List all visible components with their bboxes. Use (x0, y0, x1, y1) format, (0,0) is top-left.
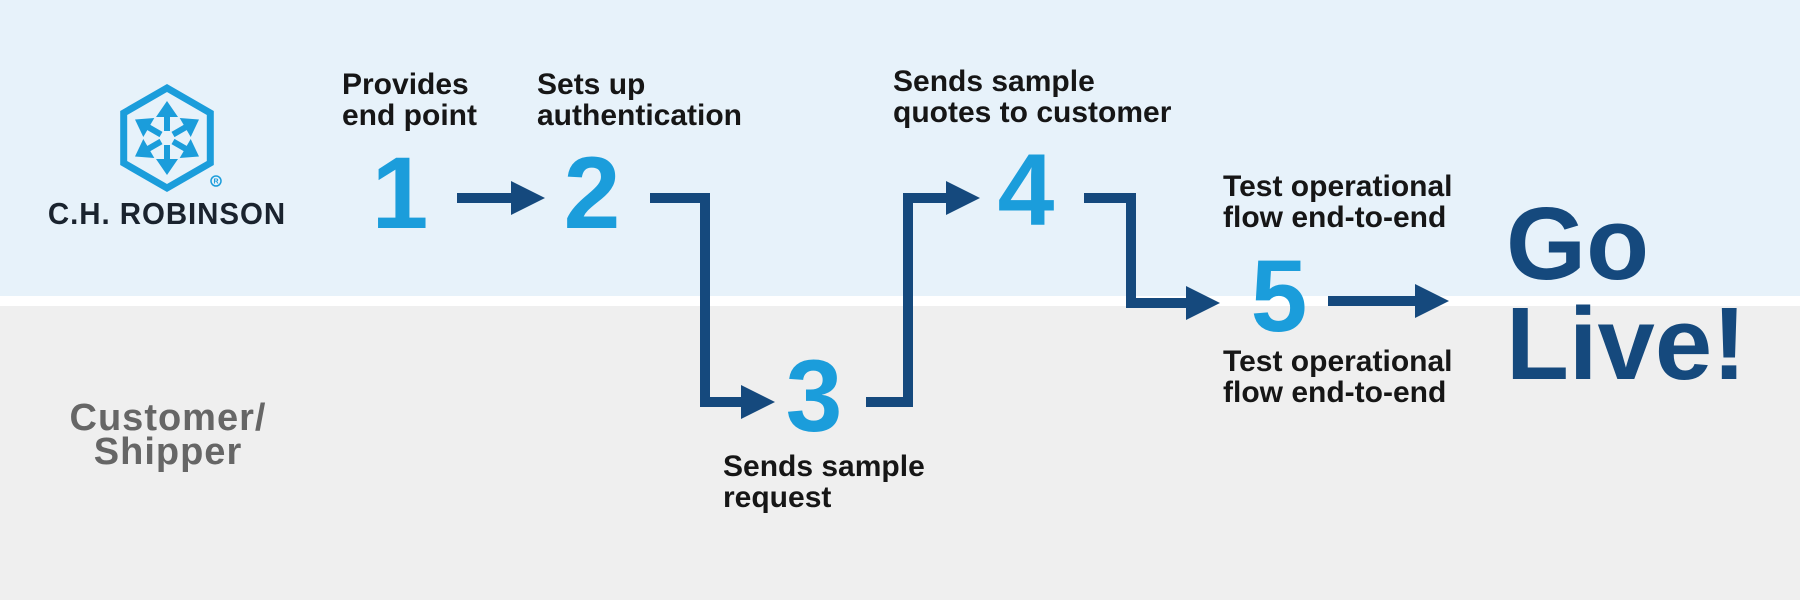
step-5-label-bottom-line: flow end-to-end (1223, 376, 1447, 409)
lane-label-line: Shipper (93, 431, 243, 473)
step-5-label-bottom: Test operational flow end-to-end (1223, 346, 1452, 408)
step-1-label-line: end point (342, 99, 477, 132)
step-4-label-line: quotes to customer (893, 96, 1172, 129)
chrobinson-hexagon-arrows-logo-icon: R (120, 83, 222, 193)
lane-label-line: Customer/ (69, 397, 267, 439)
go-live-line: Go (1506, 186, 1650, 301)
step-2-number: 2 (563, 136, 621, 250)
chrobinson-wordmark: C.H. ROBINSON (47, 196, 287, 231)
step-3-label: Sends sample request (723, 451, 925, 513)
arrow-step1-to-step2-icon (457, 181, 545, 215)
step-3-label-line: Sends sample (723, 450, 925, 483)
step-5-label-top-line: Test operational (1223, 170, 1453, 203)
step-2-label-line: Sets up (537, 68, 646, 101)
lane-divider (0, 296, 1800, 306)
customer-shipper-lane-label: Customer/ Shipper (40, 397, 296, 473)
registered-trademark-icon: R (213, 179, 218, 186)
step-5-label-top-line: flow end-to-end (1223, 201, 1447, 234)
step-5-label-bottom-line: Test operational (1223, 345, 1453, 378)
step-4-number: 4 (997, 133, 1055, 247)
go-live-line: Live! (1506, 286, 1747, 401)
step-1-label: Provides end point (342, 69, 477, 131)
step-5-number: 5 (1250, 239, 1308, 353)
customer-shipper-lane (0, 306, 1800, 600)
step-3-number: 3 (785, 339, 843, 453)
arrow-step4-to-step5-icon (1084, 193, 1220, 320)
go-live-text: Go Live! (1506, 186, 1747, 401)
arrow-step5-to-golive-icon (1328, 284, 1449, 318)
step-5-label-top: Test operational flow end-to-end (1223, 171, 1452, 233)
step-1-label-line: Provides (342, 68, 469, 101)
step-3-label-line: request (723, 481, 832, 514)
arrow-step3-to-step4-icon (866, 181, 980, 407)
chrobinson-lane (0, 0, 1800, 296)
arrow-step2-to-step3-icon (650, 193, 775, 419)
step-1-number: 1 (371, 136, 429, 250)
step-4-label: Sends sample quotes to customer (893, 66, 1171, 128)
step-2-label-line: authentication (537, 99, 743, 132)
step-2-label: Sets up authentication (537, 69, 742, 131)
step-4-label-line: Sends sample (893, 65, 1095, 98)
